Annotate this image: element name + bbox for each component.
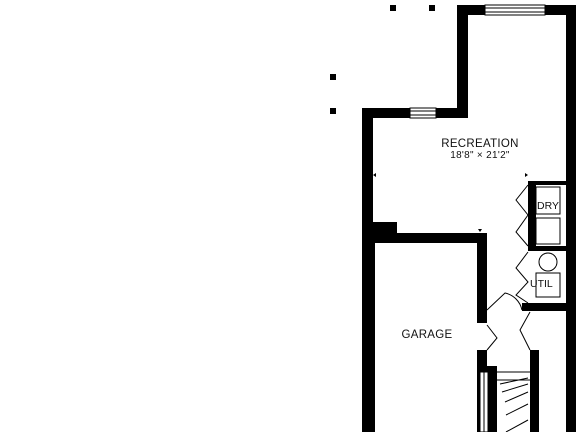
water-heater-icon xyxy=(538,252,558,272)
wall xyxy=(528,182,536,247)
appliances xyxy=(535,186,561,298)
bifold-door xyxy=(515,184,529,247)
window xyxy=(484,4,546,16)
wall xyxy=(362,222,375,432)
doors xyxy=(486,184,531,351)
wall xyxy=(362,108,410,118)
dimension-ticks xyxy=(373,173,528,232)
wall xyxy=(362,108,373,238)
room-label-garage: GARAGE xyxy=(392,329,462,341)
bifold-door xyxy=(515,251,529,304)
bifold-door xyxy=(519,311,531,351)
windows xyxy=(409,4,546,119)
wall xyxy=(528,246,566,251)
wall xyxy=(530,350,539,432)
wall xyxy=(375,233,485,243)
room-dimensions: 18'8" × 21'2" xyxy=(450,150,510,161)
column-marker xyxy=(330,108,336,114)
wall xyxy=(545,5,576,15)
washer-box xyxy=(535,217,561,245)
walls xyxy=(362,5,576,432)
wall xyxy=(528,181,566,185)
room-name: GARAGE xyxy=(401,329,453,341)
wall xyxy=(566,5,576,432)
door-swing xyxy=(486,292,523,311)
wall xyxy=(457,5,485,15)
column-marker xyxy=(390,5,396,11)
room-label-recreation: RECREATION 18'8" × 21'2" xyxy=(425,138,535,161)
appliance-label-utility: UTIL xyxy=(530,278,553,290)
utility-box xyxy=(535,272,561,298)
wall xyxy=(457,5,468,116)
window xyxy=(409,107,437,119)
wall xyxy=(522,303,566,311)
column-marker xyxy=(330,74,336,80)
wall xyxy=(477,350,487,372)
wall xyxy=(436,108,468,118)
column-marker xyxy=(429,5,435,11)
column-markers xyxy=(330,5,435,114)
wall xyxy=(477,233,487,323)
dryer-box xyxy=(535,186,561,215)
bifold-door xyxy=(486,324,498,351)
stairs xyxy=(479,371,530,432)
appliance-label-dryer: DRY xyxy=(537,200,559,212)
room-name: RECREATION xyxy=(441,138,519,150)
